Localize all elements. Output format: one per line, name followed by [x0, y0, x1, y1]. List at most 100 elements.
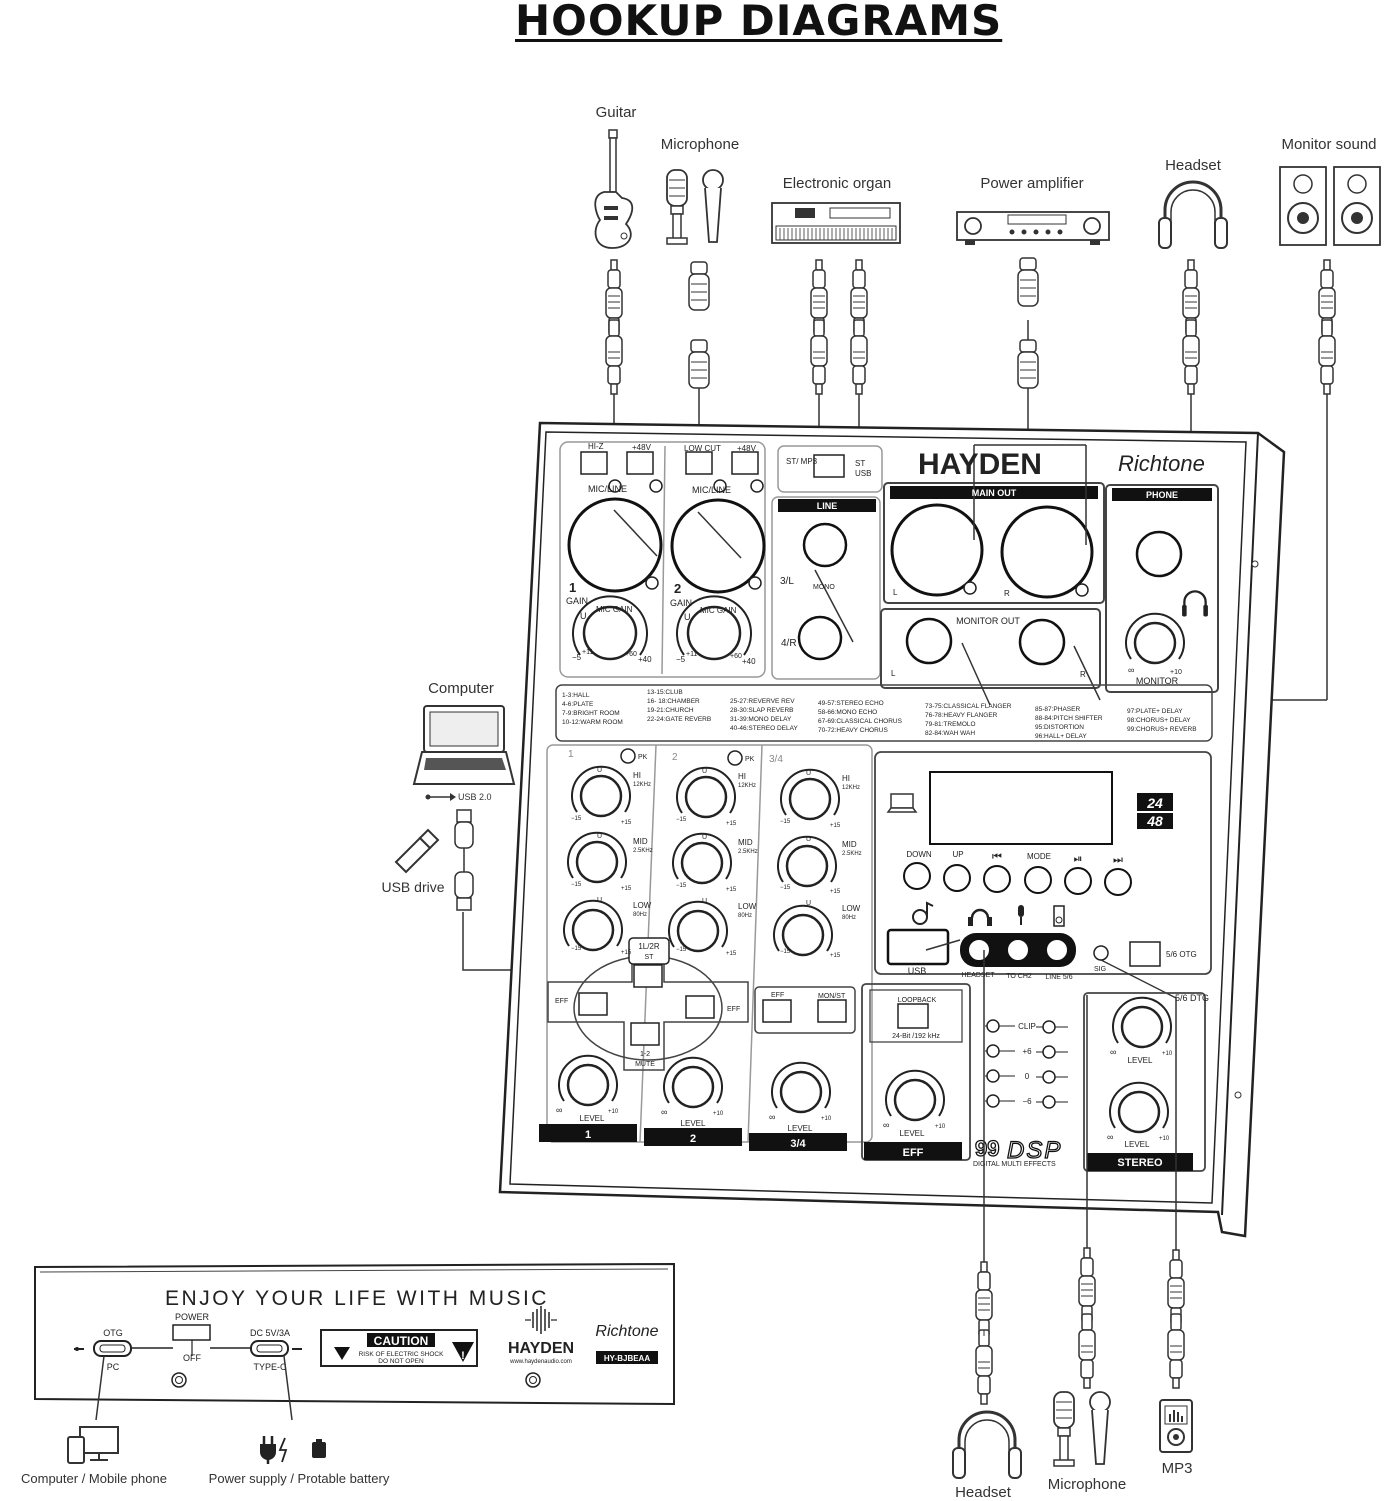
otg56b-label: 5/6 DTG: [1175, 993, 1209, 1003]
dsp-text: DSP: [1007, 1137, 1062, 1164]
micline-label-2: MIC/LINE: [692, 485, 731, 495]
eq-hi-freq: 12KHz: [738, 783, 756, 789]
g-m5-2: −5: [676, 655, 686, 664]
usb-drive-icon: [394, 828, 440, 874]
micgain-label-2: MIC GAIN: [700, 606, 737, 615]
eq-u-mark: U: [806, 770, 811, 777]
headset-label: Headset: [1165, 157, 1221, 174]
mainout-l: L: [893, 588, 898, 597]
rear-url: www.haydenaudio.com: [509, 1359, 572, 1365]
top-plugs: [605, 257, 1336, 395]
level-34: LEVEL: [788, 1124, 813, 1133]
line56-label: LINE 5/6: [1045, 974, 1072, 981]
effect-item: 58-66:MONO ECHO: [818, 709, 877, 716]
top-cables: [613, 320, 1328, 701]
eq-max-mark: +15: [726, 951, 737, 957]
effect-item: 19-21:CHURCH: [647, 707, 694, 714]
power-supply-label: Power supply / Protable battery: [208, 1471, 390, 1486]
mp3-label: MP3: [1161, 1460, 1193, 1477]
sig-label: SIG: [1094, 966, 1106, 973]
st-label: ST: [855, 459, 865, 468]
eq-u-mark: U: [597, 833, 602, 840]
effect-item: 13-15:CLUB: [647, 689, 683, 696]
effect-item: 96:HALL+ DELAY: [1035, 733, 1087, 740]
mainout-r: R: [1004, 589, 1010, 598]
eq-u-mark: U: [806, 900, 811, 907]
level-max-mark: +10: [821, 1116, 832, 1122]
eq-mid-freq: 2.5KHz: [738, 849, 758, 855]
p48-label-2: +48V: [737, 444, 757, 453]
line-mono-label: MONO: [813, 584, 835, 591]
g-m5-1: −5: [572, 653, 582, 662]
organ-label: Electronic organ: [782, 175, 892, 192]
effect-item: 73-75:CLASSICAL FLANGER: [925, 703, 1012, 710]
effect-item: 99:CHORUS+ REVERB: [1127, 726, 1197, 733]
eq-u-mark: U: [597, 767, 602, 774]
headset-bottom-label: Headset: [955, 1484, 1011, 1501]
rear-power-label: POWER: [175, 1312, 210, 1322]
computer-mobile-label: Computer / Mobile phone: [21, 1471, 167, 1486]
guitar-label: Guitar: [595, 104, 637, 121]
effect-item: 98:CHORUS+ DELAY: [1127, 717, 1191, 724]
line-3l-label: 3/L: [780, 576, 794, 587]
organ-icon: [771, 202, 901, 244]
g-40-1: +40: [638, 655, 652, 664]
eq-min-mark: −15: [571, 882, 582, 888]
eq-low-freq: 80Hz: [738, 913, 752, 919]
eq-max-mark: +15: [726, 821, 737, 827]
badge-24: 24: [1146, 795, 1163, 811]
microphone-bottom-label: Microphone: [1047, 1476, 1127, 1493]
badge-48: 48: [1146, 813, 1163, 829]
eq-max-mark: +15: [621, 950, 632, 956]
eq-ch34: 3/4: [769, 754, 783, 765]
level-max-mark: +10: [1159, 1136, 1170, 1142]
eq-hi-label: HI: [633, 771, 641, 780]
rear-slogan: ENJOY YOUR LIFE WITH MUSIC: [165, 1287, 549, 1310]
pk-1: PK: [638, 754, 648, 761]
level-stereo: LEVEL: [1125, 1140, 1150, 1149]
up-label: UP: [952, 850, 963, 859]
pk-2: PK: [745, 756, 755, 763]
strip-34: 3/4: [790, 1138, 806, 1150]
effect-item: 95:DISTORTION: [1035, 724, 1084, 731]
computer-mobile-icon: [67, 1426, 119, 1464]
microphone-icon: [666, 169, 724, 245]
prev-icon: ⏮: [992, 851, 1002, 863]
effect-item: 28-30:SLAP REVERB: [730, 707, 793, 714]
level-eff: LEVEL: [900, 1129, 925, 1138]
ch34-monst: MON/ST: [818, 993, 846, 1000]
strip-2: 2: [690, 1133, 696, 1145]
level-min-mark: ∞: [883, 1120, 889, 1130]
effect-item: 70-72:HEAVY CHORUS: [818, 727, 889, 734]
eq-mid-label: MID: [842, 840, 857, 849]
rear-panel: ! ENJOY YOUR LIFE WITH MUSIC POWER OTG O…: [34, 1262, 675, 1406]
next-icon: ⏭: [1113, 854, 1123, 866]
otg56-label: 5/6 OTG: [1166, 950, 1197, 959]
eq-u-mark: U: [702, 768, 707, 775]
mixer: ⏮ ⏯ ⏭ CLIP: [498, 421, 1286, 1238]
mute-label: MUTE: [635, 1061, 655, 1068]
eq-min-mark: −15: [571, 816, 582, 822]
play-pause-icon: ⏯: [1074, 853, 1083, 865]
effect-item: 85-87:PHASER: [1035, 706, 1080, 713]
level-max-mark: +10: [608, 1109, 619, 1115]
eq-mid-freq: 2.5KHz: [633, 848, 653, 854]
monitor-l: L: [891, 669, 896, 678]
caution-triangle-icon: !: [461, 1350, 465, 1362]
phone-inf: ∞: [1128, 665, 1134, 675]
rear-otg-label: OTG: [103, 1328, 123, 1338]
eq-low-label: LOW: [842, 904, 861, 913]
bitrate-label: 24-Bit /192 kHz: [892, 1033, 940, 1040]
effect-item: 4-6:PLATE: [562, 701, 594, 708]
eq-max-mark: +15: [830, 953, 841, 959]
microphone-label: Microphone: [660, 136, 740, 153]
eq-u-mark: U: [702, 898, 707, 905]
gain-label-1: GAIN: [566, 596, 588, 606]
gain-u-1: U: [580, 611, 587, 621]
eq-low-label: LOW: [633, 901, 652, 910]
effect-item: 31-39:MONO DELAY: [730, 716, 792, 723]
headset-icon: [1157, 180, 1229, 250]
eq-max-mark: +15: [830, 823, 841, 829]
